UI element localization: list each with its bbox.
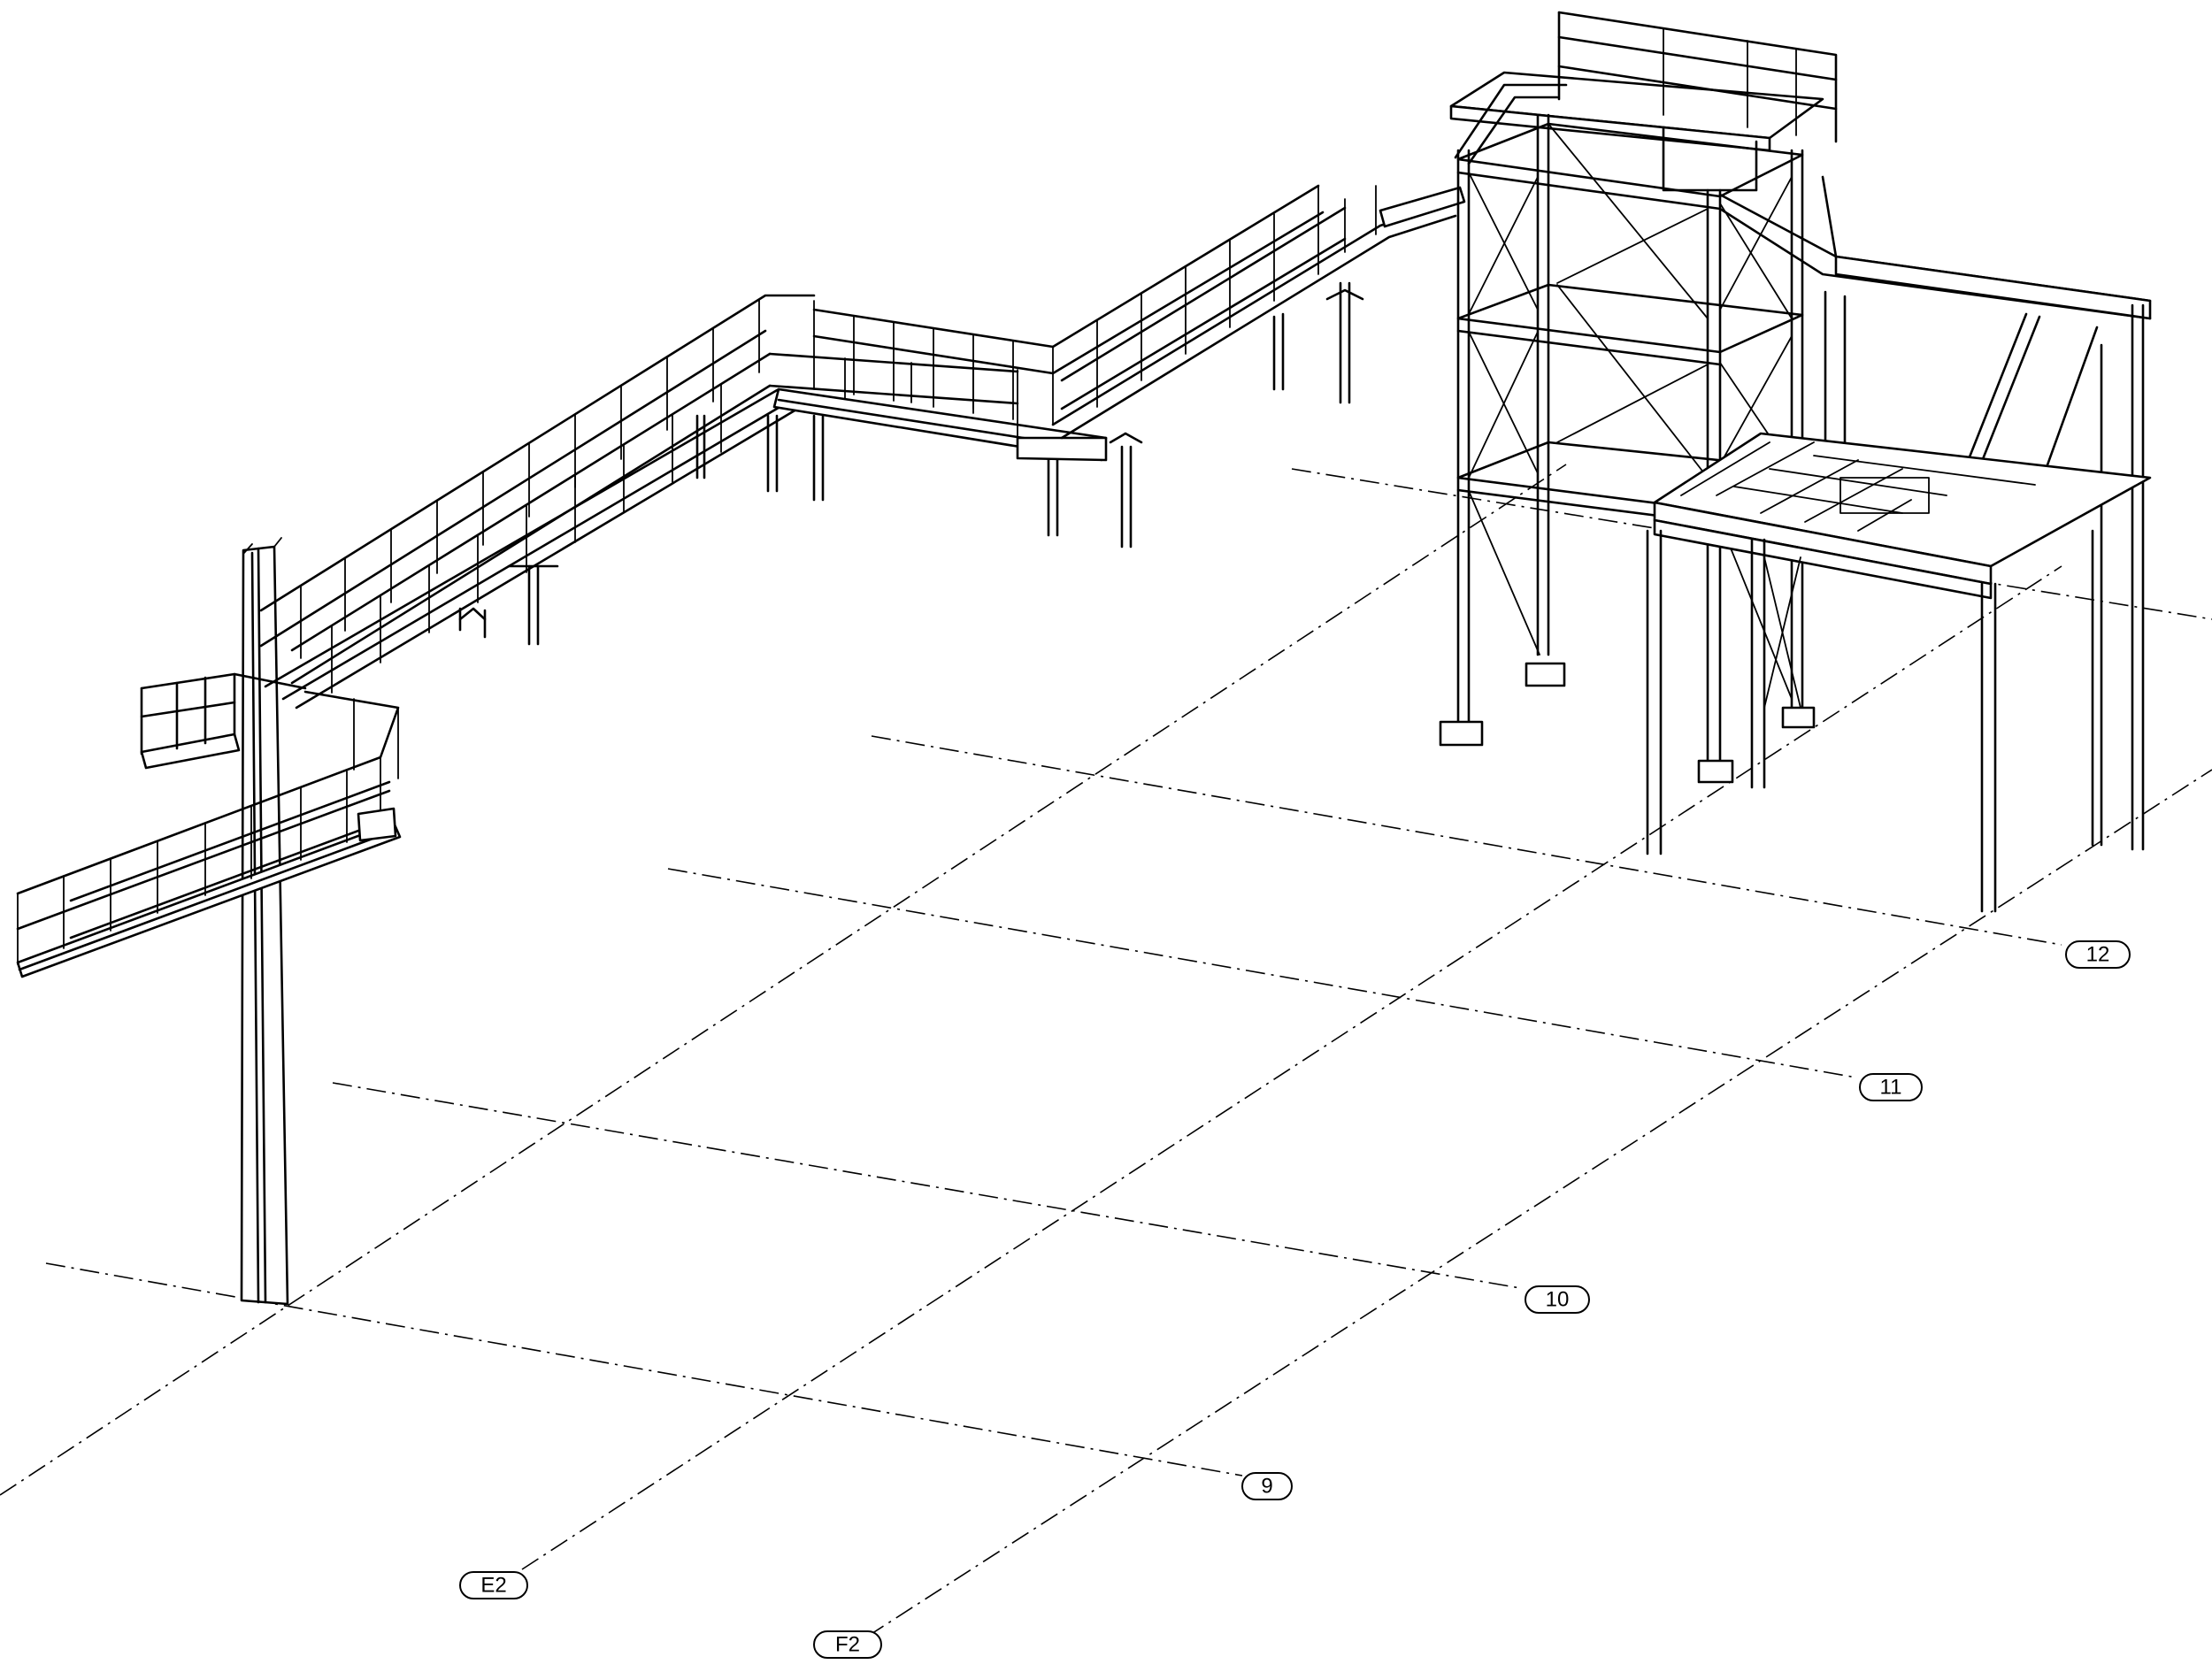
grid-label-12: 12 [2086, 943, 2110, 967]
grid-bubble-e2: E2 [459, 1571, 528, 1599]
grid-bubble-9: 9 [1241, 1472, 1293, 1500]
grid-line-12 [871, 735, 2062, 946]
grid-label-e2: E2 [480, 1574, 506, 1598]
left-walkway [16, 690, 402, 978]
grid-lines [0, 464, 2212, 1637]
grid-line-e2 [0, 464, 1567, 1496]
grid-line-9 [45, 1262, 1243, 1476]
grid-label-f2: F2 [835, 1633, 860, 1657]
grid-label-10: 10 [1546, 1288, 1570, 1312]
tower [1439, 11, 1838, 784]
grid-line-11 [667, 868, 1857, 1078]
grid-label-11: 11 [1880, 1076, 1902, 1100]
grid-label-9: 9 [1261, 1475, 1272, 1499]
grid-bubble-10: 10 [1525, 1285, 1590, 1314]
grid-bubble-12: 12 [2065, 940, 2131, 969]
ramp-walkway-2 [1051, 184, 1466, 440]
grid-bubble-11: 11 [1859, 1073, 1923, 1101]
left-landing [140, 672, 307, 770]
grid-line-f2 [866, 769, 2212, 1637]
grid-bubble-f2: F2 [813, 1630, 882, 1659]
ramp-walkway-1 [259, 294, 816, 709]
main-column [240, 537, 289, 1306]
grid-line-10 [332, 1082, 1521, 1289]
grid-line-e2-ext [521, 565, 2062, 1570]
middle-platform [766, 300, 1143, 548]
right-frame [1646, 175, 2152, 913]
